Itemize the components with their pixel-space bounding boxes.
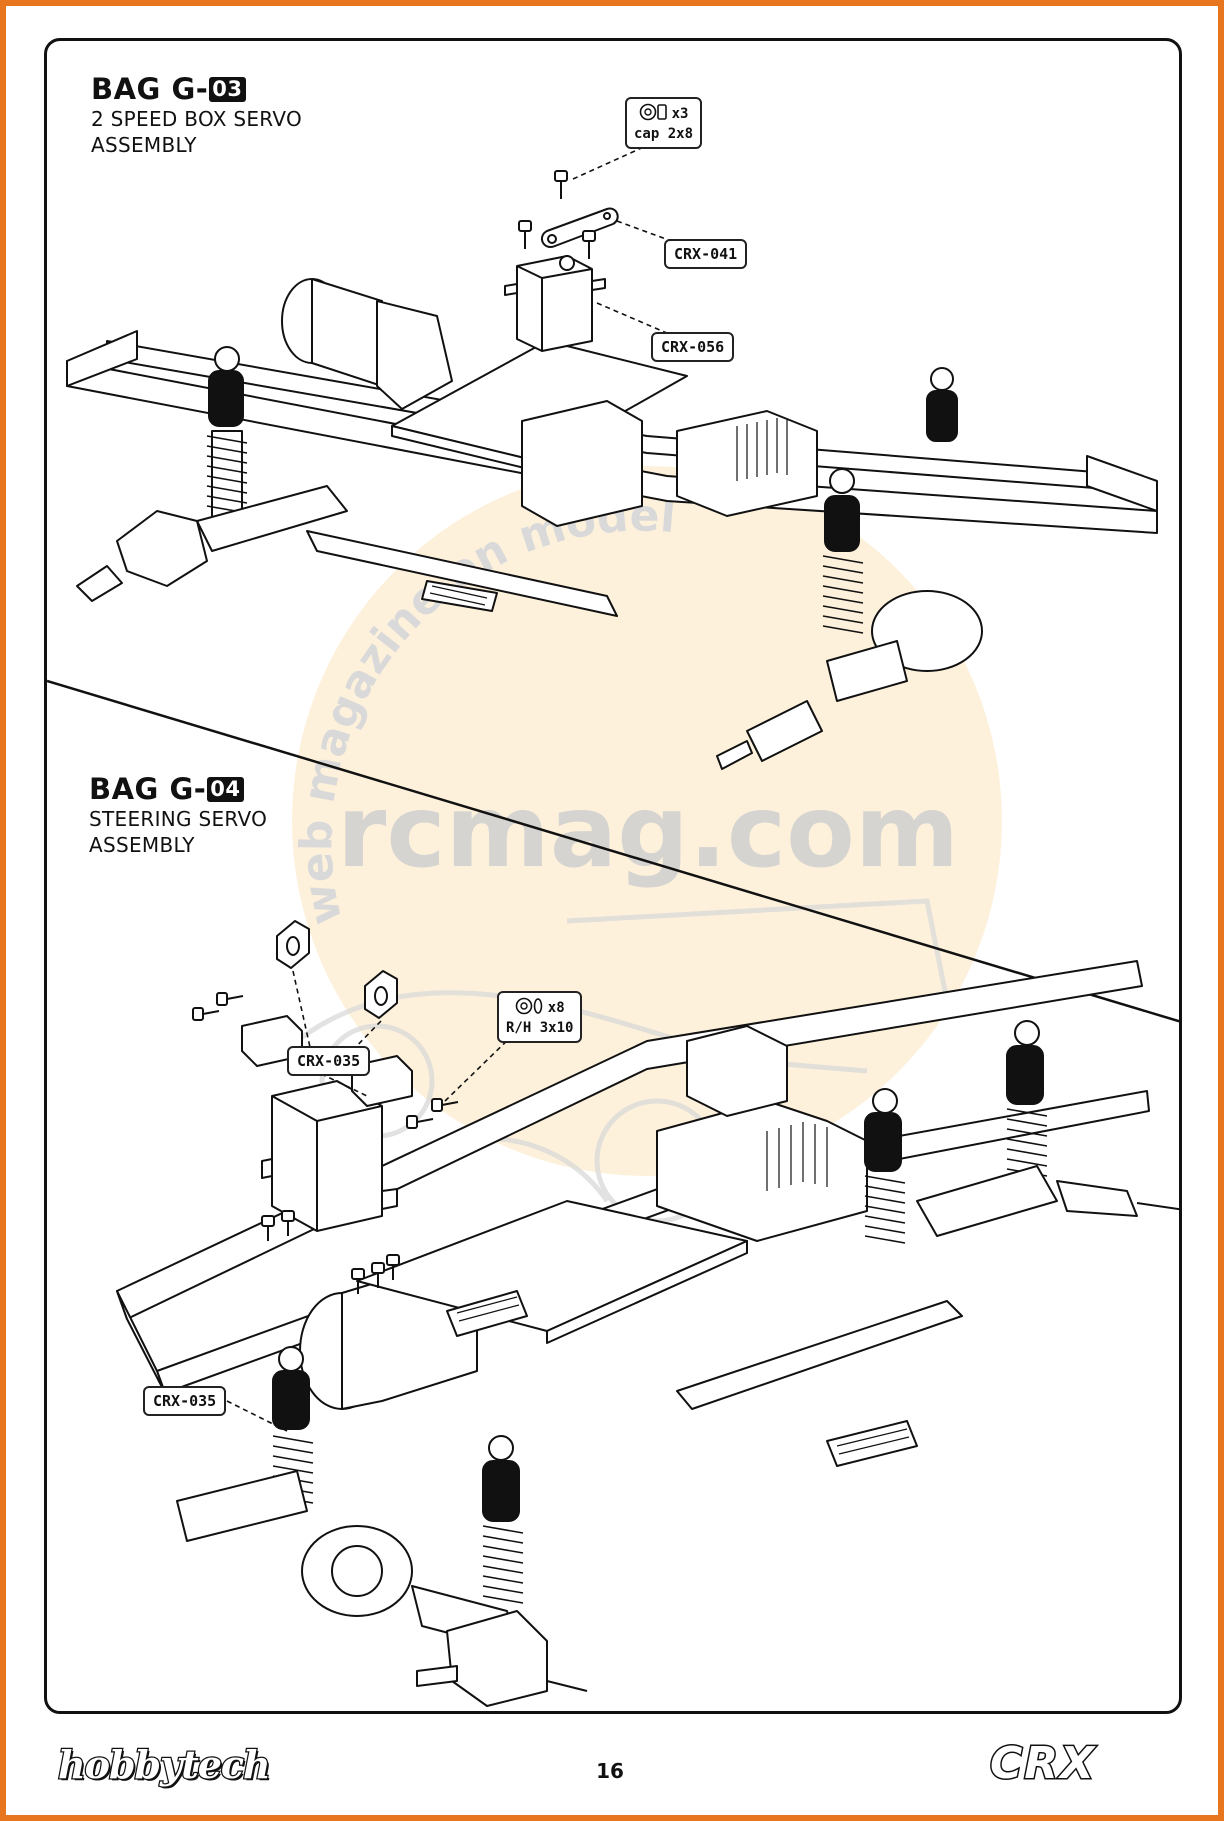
washer-icon <box>515 997 545 1020</box>
assembly-drawing <box>66 140 1179 1707</box>
hobbytech-logo: hobbytech <box>57 1741 272 1789</box>
watermark-text: rcmag.com <box>337 773 959 890</box>
bag-title: BAG G-04 <box>89 775 267 804</box>
servo-mounts-crx-035-drawing <box>241 920 413 1107</box>
section-divider <box>47 679 1179 1023</box>
bag-number-badge: 03 <box>209 77 246 102</box>
bag-prefix: BAG G- <box>91 72 209 106</box>
page-number: 16 <box>596 1759 624 1783</box>
section-heading-bag-g-04: BAG G-04 STEERING SERVO ASSEMBLY <box>89 775 267 858</box>
steering-servo-drawing <box>261 1080 398 1232</box>
watermark-disc <box>292 466 1002 1176</box>
screws-bottom <box>192 992 459 1294</box>
screw-spec-tag-top: x3 cap 2x8 <box>625 97 703 149</box>
section-subtitle: STEERING SERVO ASSEMBLY <box>89 807 268 857</box>
instruction-frame: web magazine on model rcmag.com <box>44 38 1182 1714</box>
servo-crx-056-drawing <box>504 255 606 352</box>
screws-top <box>518 170 596 259</box>
section-subtitle: 2 SPEED BOX SERVO ASSEMBLY <box>91 107 303 157</box>
crx-logo: CRX <box>988 1737 1097 1791</box>
chassis-top-drawing <box>66 278 1158 770</box>
screw-quantity: x3 <box>671 106 689 122</box>
part-label-crx-056: CRX-056 <box>651 332 735 362</box>
part-label-crx-035-lower: CRX-035 <box>143 1386 227 1416</box>
screw-quantity: x8 <box>547 1000 565 1016</box>
chassis-bottom-drawing <box>116 960 1179 1707</box>
screw-spec: cap 2x8 <box>634 126 694 142</box>
part-label-crx-035: CRX-035 <box>287 1046 371 1076</box>
bag-title: BAG G-03 <box>91 75 302 104</box>
page-footer: hobbytech 16 CRX <box>0 1714 1224 1814</box>
washer-icon <box>639 103 669 126</box>
bag-prefix: BAG G- <box>89 772 207 806</box>
section-heading-bag-g-03: BAG G-03 2 SPEED BOX SERVO ASSEMBLY <box>91 75 302 158</box>
screw-spec-tag-bottom: x8 R/H 3x10 <box>497 991 583 1043</box>
screw-spec: R/H 3x10 <box>506 1020 574 1036</box>
bag-number-badge: 04 <box>207 777 244 802</box>
part-label-crx-041: CRX-041 <box>664 239 748 269</box>
servo-horn-crx-041-drawing <box>540 207 619 248</box>
